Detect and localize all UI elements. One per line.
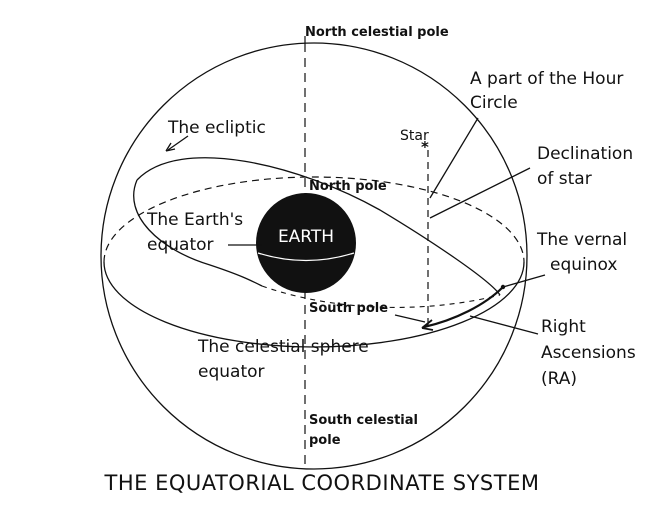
ecliptic-hidden: [261, 285, 501, 308]
ecliptic-arrowhead: [165, 142, 176, 152]
earth-equator: [257, 252, 355, 262]
hour-circle-pointer: [429, 117, 479, 199]
star-marker-icon: *: [421, 138, 429, 156]
celestial-equator-front: [103, 261, 525, 348]
vernal-equinox-label-1: The vernal: [536, 230, 627, 250]
right-ascension-pointer: [469, 315, 539, 335]
vernal-equinox-label-2: equinox: [550, 255, 617, 275]
celestial-equator-back: [103, 176, 525, 263]
earths-equator-label-1: The Earth's: [146, 210, 243, 230]
ecliptic-front: [136, 157, 501, 296]
celestial-equator-label-1: The celestial sphere: [197, 337, 369, 357]
declination-label-2: of star: [537, 169, 592, 189]
declination-pointer: [429, 167, 531, 219]
ecliptic-label: The ecliptic: [167, 118, 266, 138]
vernal-equinox-point: [500, 284, 506, 290]
right-ascension-label-2: Ascensions: [541, 343, 636, 363]
earth-label: EARTH: [278, 227, 334, 247]
right-ascension-arrowhead: [421, 319, 434, 331]
hour-circle-label-2: Circle: [470, 93, 518, 113]
right-ascension-label-1: Right: [541, 317, 586, 337]
declination-label-1: Declination: [537, 144, 633, 164]
earths-equator-label-2: equator: [147, 235, 214, 255]
vernal-equinox-pointer: [502, 274, 546, 288]
north-pole-label: North pole: [309, 179, 387, 194]
south-celestial-pole-label-1: South celestial: [309, 413, 418, 428]
celestial-sphere: [100, 42, 528, 470]
right-ascension-arc: [423, 286, 504, 329]
hour-circle-label-1: A part of the Hour: [470, 69, 623, 89]
right-ascension-label-3: (RA): [541, 369, 577, 389]
north-celestial-pole-label: North celestial pole: [305, 25, 449, 40]
south-pole-label: South pole: [309, 301, 388, 316]
ecliptic-back: [133, 179, 263, 287]
south-pole-pointer: [394, 314, 426, 323]
south-celestial-pole-label-2: pole: [309, 433, 341, 448]
diagram-title: THE EQUATORIAL COORDINATE SYSTEM: [104, 471, 540, 495]
earth-sphere: [256, 193, 356, 293]
ecliptic-pointer: [167, 135, 189, 151]
star-label: Star: [400, 128, 429, 144]
celestial-equator-label-2: equator: [198, 362, 265, 382]
